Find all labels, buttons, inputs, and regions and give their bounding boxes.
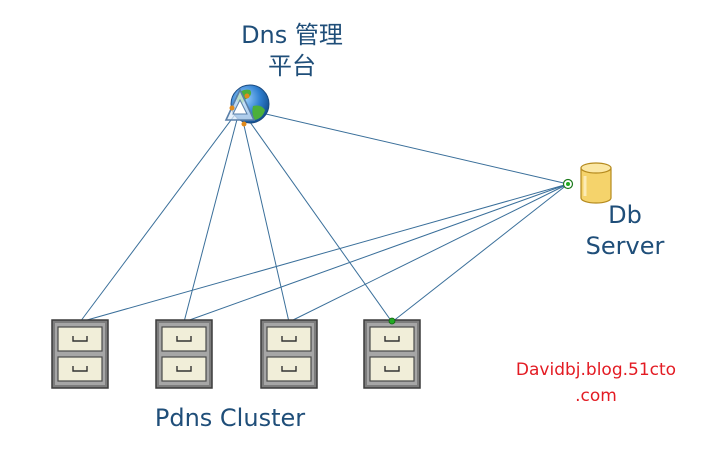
- connection-line-3: [239, 107, 290, 323]
- connection-point-dot: [388, 317, 396, 325]
- platform-title-line1: Dns 管理: [241, 21, 343, 49]
- watermark-line1: Davidbj.blog.51cto: [515, 360, 677, 380]
- cluster-label: Pdns Cluster: [154, 404, 306, 432]
- connection-line-1: [79, 107, 241, 323]
- watermark: Davidbj.blog.51cto .com: [496, 358, 696, 409]
- file-cabinet-server-icon: [260, 319, 318, 389]
- connection-line-4: [239, 107, 393, 323]
- db-server-label-line2: Server: [585, 232, 665, 261]
- connection-lines: [79, 107, 569, 323]
- platform-title-line2: 平台: [268, 52, 316, 81]
- connection-line-9: [391, 183, 569, 323]
- file-cabinet-server-icon: [51, 319, 109, 389]
- connection-line-7: [183, 183, 569, 323]
- connection-line-6: [79, 183, 569, 323]
- platform-title: Dns 管理 平台: [222, 20, 362, 82]
- globe-network-icon: [224, 84, 270, 127]
- file-cabinet-server-icon: [363, 319, 421, 389]
- watermark-line2: .com: [575, 385, 617, 406]
- file-cabinet-server-icon: [155, 319, 213, 389]
- connection-line-8: [288, 183, 569, 323]
- db-connection-port-dot: [566, 182, 570, 186]
- db-server-label-line1: Db: [608, 201, 642, 229]
- database-cylinder-icon: [580, 162, 612, 204]
- node-layer: [51, 84, 612, 389]
- db-server-label: Db Server: [570, 200, 680, 262]
- connection-line-5: [239, 107, 569, 185]
- connection-line-2: [183, 107, 241, 323]
